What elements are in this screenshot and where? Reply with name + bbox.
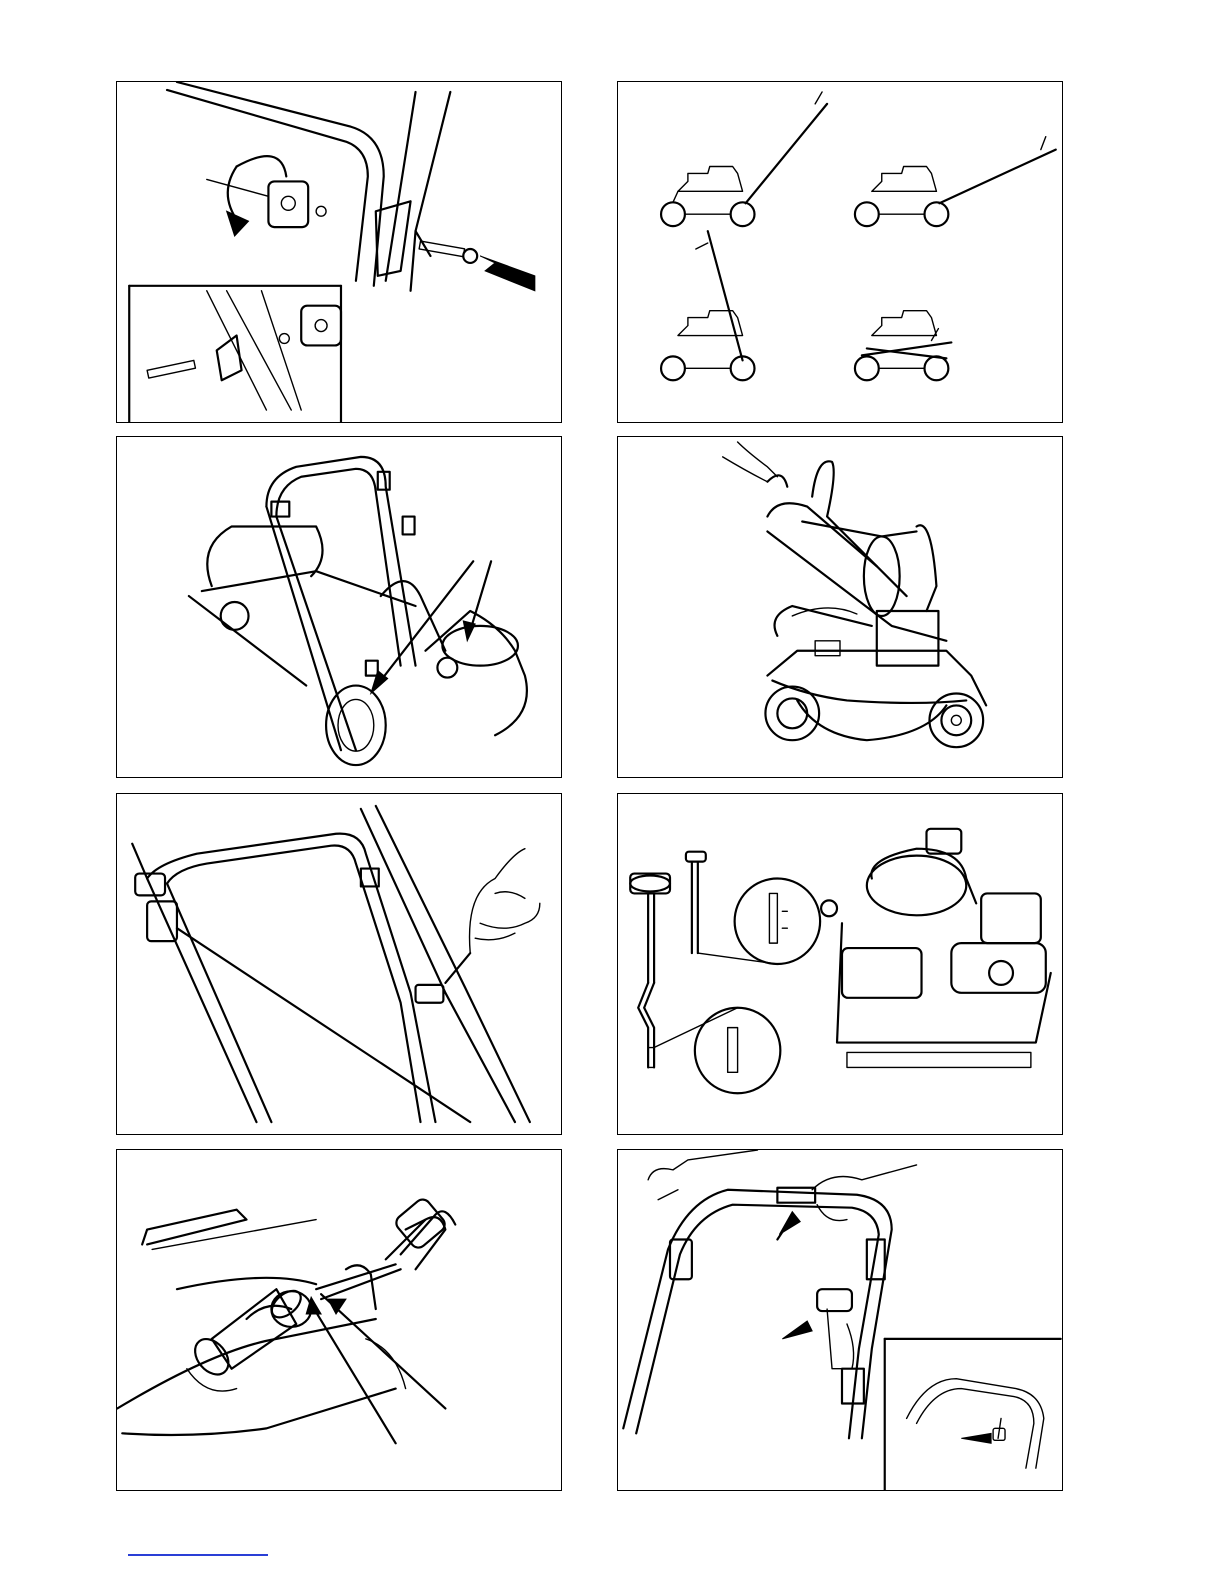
folded-handle-illustration [618,437,1062,777]
arrow-pointer-icon [463,621,475,641]
figure-handle-controls [617,1149,1063,1491]
arrow-pointer-icon [961,1433,991,1443]
arrow-pointer-icon [782,1321,812,1339]
mower-silhouette-4 [855,311,951,381]
figure-handle-positions [617,81,1063,423]
figure-handle-bolt [116,81,562,423]
figure-cable-clip [116,793,562,1135]
figure-oil-filler [116,1149,562,1491]
arrow-pointer-icon [328,1299,346,1314]
mower-silhouette-2 [855,137,1056,226]
mower-silhouette-3 [661,231,754,380]
handle-bolt-illustration [117,82,561,422]
rotate-arrow-icon [227,211,249,236]
handle-positions-illustration [618,82,1062,422]
figure-cable-routing [116,436,562,778]
push-arrow-icon [480,256,535,291]
handle-controls-illustration [618,1150,1062,1490]
figure-folded-handle [617,436,1063,778]
oil-filler-illustration [117,1150,561,1490]
cable-routing-illustration [117,437,561,777]
cable-clip-illustration [117,794,561,1134]
mower-silhouette-1 [661,92,827,226]
oil-dipstick-illustration [618,794,1062,1134]
footer-underline [128,1554,268,1556]
figure-oil-dipstick [617,793,1063,1135]
